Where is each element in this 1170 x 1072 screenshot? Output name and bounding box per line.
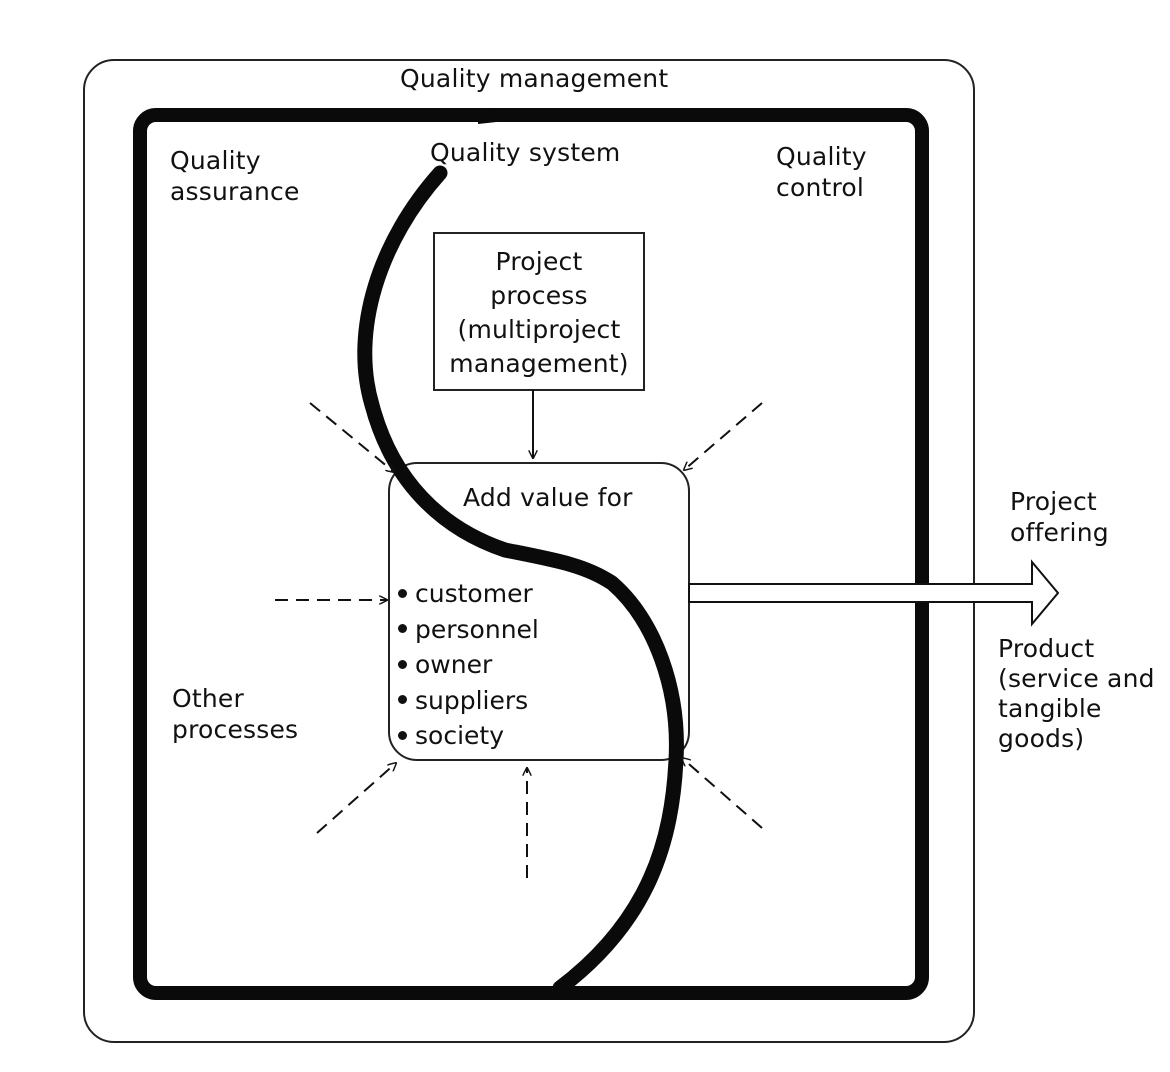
top-edge-arrowhead — [478, 108, 560, 124]
s-curve — [357, 165, 684, 996]
project-process-box — [433, 232, 645, 391]
stakeholder-list: customer personnel owner suppliers socie… — [398, 576, 539, 754]
project-process-label: Project process (multiproject management… — [449, 247, 629, 378]
bullet-dot — [398, 588, 407, 598]
bullet-dot — [398, 695, 407, 704]
input-arrow-top-right — [684, 402, 763, 470]
quality-control-label: Quality control — [776, 142, 867, 202]
stakeholder-item: society — [398, 718, 539, 754]
add-value-heading: Add value for — [463, 483, 633, 512]
quality-management-title: Quality management — [400, 64, 669, 93]
product-label: Product (service and tangible goods) — [998, 634, 1155, 753]
quality-assurance-label: Quality assurance — [170, 146, 300, 206]
other-processes-label: Other processes — [172, 684, 299, 744]
stakeholder-item: suppliers — [398, 683, 539, 719]
input-arrow-top-left — [309, 402, 394, 472]
input-arrow-bottom-right — [682, 758, 763, 829]
project-offering-label: Project offering — [1010, 487, 1109, 547]
output-arrow — [688, 559, 1060, 627]
stakeholder-item: customer — [398, 576, 539, 612]
bullet-dot — [398, 624, 407, 633]
stakeholder-item: personnel — [398, 612, 539, 648]
input-arrow-bottom-left — [316, 763, 396, 834]
stakeholder-item: owner — [398, 647, 539, 683]
bullet-dot — [398, 730, 407, 740]
quality-system-title: Quality system — [430, 138, 621, 167]
quality-management-frame — [83, 59, 975, 1043]
bullet-dot — [398, 659, 407, 669]
